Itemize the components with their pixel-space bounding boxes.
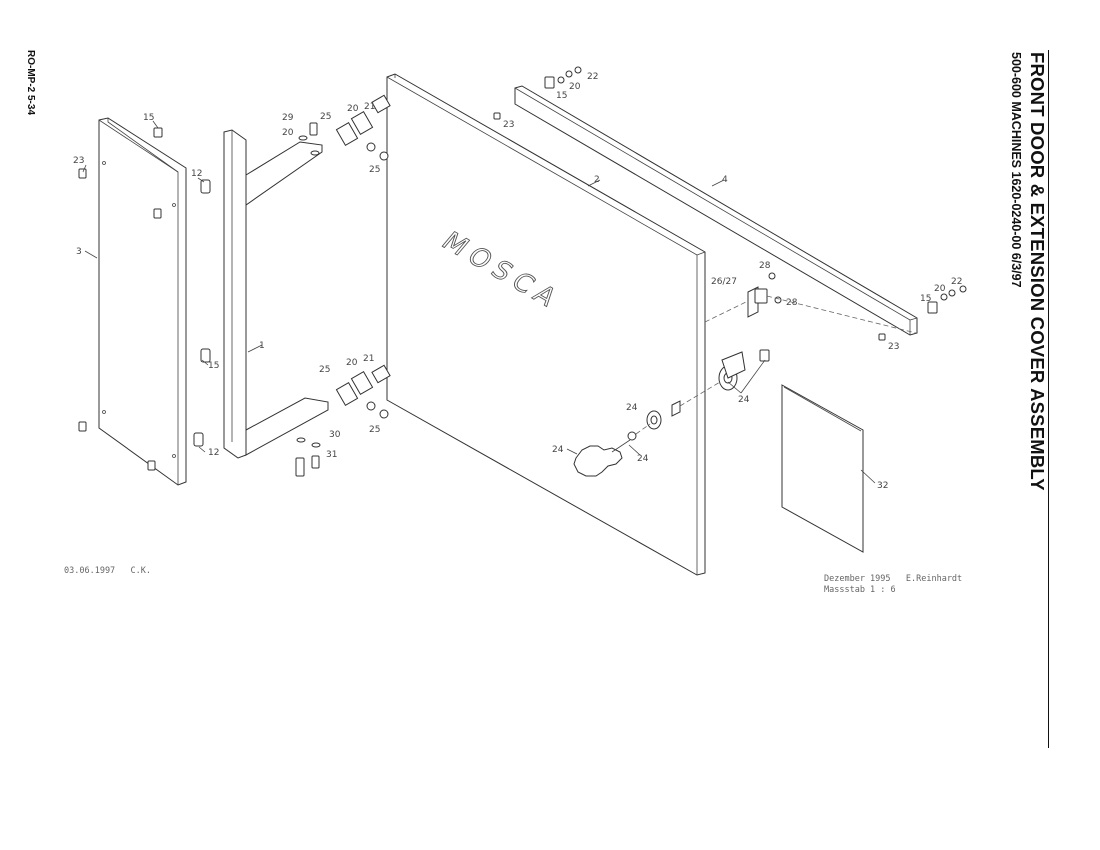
date-stamp-left: 03.06.1997 C.K. [64, 566, 151, 576]
callout-21: 21 [363, 354, 374, 364]
part-26-27-magnetic-catch [704, 272, 917, 334]
callout-12: 12 [191, 169, 202, 179]
callout-24: 24 [738, 395, 750, 405]
callout-31: 31 [326, 450, 337, 460]
callout-20: 20 [282, 128, 294, 138]
callout-4: 4 [722, 175, 728, 185]
callout-23: 23 [503, 120, 514, 130]
callout-28: 28 [759, 261, 771, 271]
callout-2: 2 [594, 175, 600, 185]
callout-22: 22 [951, 277, 962, 287]
callout-25: 25 [369, 425, 380, 435]
callout-3: 3 [76, 247, 82, 257]
hinge-assemblies [335, 94, 391, 419]
callout-20: 20 [569, 82, 581, 92]
date-stamp-right: Dezember 1995 E.Reinhardt Massstab 1 : 6 [824, 574, 963, 595]
callout-1: 1 [259, 341, 265, 351]
callout-12: 12 [208, 448, 219, 458]
part-3-extension-cover-panel [98, 117, 187, 486]
callout-30: 30 [329, 430, 341, 440]
callout-22: 22 [587, 72, 598, 82]
callout-24: 24 [637, 454, 649, 464]
title-rule [1048, 50, 1049, 748]
callout-23: 23 [888, 342, 899, 352]
callout-24: 24 [626, 403, 638, 413]
callout-15: 15 [143, 113, 154, 123]
callout-leaders [82, 120, 876, 484]
part-24-lock-knob-assembly [573, 349, 770, 477]
callout-15: 15 [208, 361, 219, 371]
fasteners [78, 66, 967, 477]
callout-15: 15 [920, 294, 931, 304]
callout-32: 32 [877, 481, 888, 491]
part-32-label-plate [781, 384, 864, 553]
part-2-front-door-panel: MOSCA [386, 73, 706, 576]
callout-25: 25 [320, 112, 331, 122]
callout-15: 15 [556, 91, 567, 101]
callout-25: 25 [369, 165, 380, 175]
callout-26-27: 26/27 [711, 277, 737, 287]
callout-20: 20 [346, 358, 358, 368]
callout-29: 29 [282, 113, 294, 123]
callout-20: 20 [934, 284, 946, 294]
callout-28: 28 [786, 298, 798, 308]
callout-23: 23 [73, 156, 84, 166]
callout-labels: 1 2 3 4 12 12 15 15 15 15 20 20 20 20 20… [73, 72, 962, 491]
part-4-extension-strip [514, 85, 918, 336]
callout-24: 24 [552, 445, 564, 455]
callout-20: 20 [347, 104, 359, 114]
callout-25: 25 [319, 365, 330, 375]
callout-21: 21 [364, 102, 375, 112]
part-1-door-frame [223, 129, 329, 459]
